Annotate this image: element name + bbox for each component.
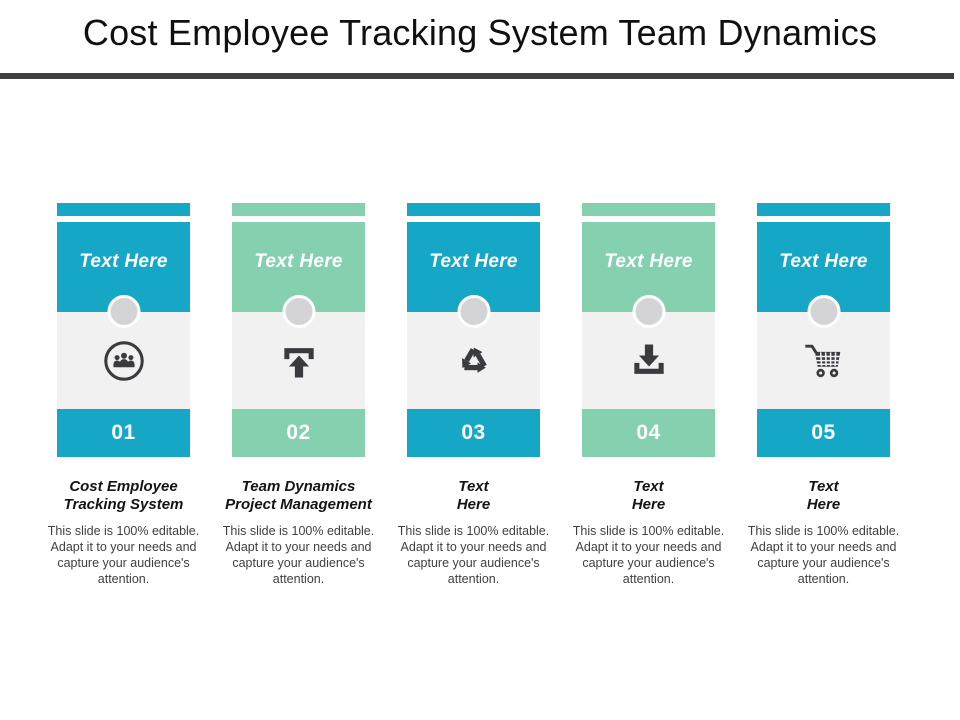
upload-icon (277, 339, 321, 383)
caption-title[interactable]: Text Here (736, 478, 911, 514)
header-label: Text Here (429, 251, 518, 272)
number-band: 01 (57, 409, 190, 457)
cart-icon (801, 338, 847, 384)
column-top-bar (57, 203, 190, 216)
column-header-placeholder[interactable]: Text Here (757, 222, 890, 328)
feature-column-1: Text Here 01 (57, 203, 190, 457)
caption-title-line2: Here (806, 496, 841, 513)
column-top-bar (407, 203, 540, 216)
caption-title-line1: Text (633, 478, 664, 495)
number-band: 03 (407, 409, 540, 457)
feature-column-5: Text Here (757, 203, 890, 457)
column-header-placeholder[interactable]: Text Here (582, 222, 715, 328)
caption-title[interactable]: Text Here (386, 478, 561, 514)
column-top-bar (757, 203, 890, 216)
caption-title-line2: Here (456, 496, 491, 513)
connector-circle (282, 295, 315, 328)
column-top-bar (232, 203, 365, 216)
column-caption-1: Cost Employee Tracking System This slide… (36, 478, 211, 587)
slide-title: Cost Employee Tracking System Team Dynam… (82, 12, 878, 53)
people-group-icon (101, 338, 147, 384)
feature-column-4: Text Here 04 (582, 203, 715, 457)
column-header-placeholder[interactable]: Text Here (407, 222, 540, 328)
connector-circle (107, 295, 140, 328)
caption-description[interactable]: This slide is 100% editable. Adapt it to… (572, 524, 725, 586)
column-body (757, 312, 890, 409)
feature-column-2: Text Here 02 (232, 203, 365, 457)
title-divider-rule (0, 73, 954, 79)
column-caption-5: Text Here This slide is 100% editable. A… (736, 478, 911, 587)
header-label: Text Here (779, 251, 868, 272)
caption-description[interactable]: This slide is 100% editable. Adapt it to… (222, 524, 375, 586)
feature-column-3: Text Here (407, 203, 540, 457)
header-label: Text Here (79, 251, 168, 272)
caption-title[interactable]: Cost Employee Tracking System (36, 478, 211, 514)
connector-circle (632, 295, 665, 328)
recycle-icon (453, 340, 495, 382)
caption-description[interactable]: This slide is 100% editable. Adapt it to… (47, 524, 200, 586)
caption-title-line1: Text (808, 478, 839, 495)
column-caption-2: Team Dynamics Project Management This sl… (211, 478, 386, 587)
caption-title-line2: Tracking System (63, 496, 184, 513)
column-header-placeholder[interactable]: Text Here (57, 222, 190, 328)
number-band: 02 (232, 409, 365, 457)
caption-title-line2: Project Management (225, 496, 372, 513)
connector-circle (457, 295, 490, 328)
column-body (582, 312, 715, 409)
header-label: Text Here (254, 251, 343, 272)
caption-title-line1: Team Dynamics (241, 478, 356, 495)
caption-description[interactable]: This slide is 100% editable. Adapt it to… (397, 524, 550, 586)
caption-title-line2: Here (631, 496, 666, 513)
column-header-placeholder[interactable]: Text Here (232, 222, 365, 328)
caption-title-line1: Text (458, 478, 489, 495)
column-body (407, 312, 540, 409)
download-icon (627, 339, 671, 383)
column-top-bar (582, 203, 715, 216)
caption-description[interactable]: This slide is 100% editable. Adapt it to… (747, 524, 900, 586)
caption-title-line1: Cost Employee (69, 478, 178, 495)
column-caption-4: Text Here This slide is 100% editable. A… (561, 478, 736, 587)
column-body (232, 312, 365, 409)
header-label: Text Here (604, 251, 693, 272)
caption-title[interactable]: Text Here (561, 478, 736, 514)
caption-title[interactable]: Team Dynamics Project Management (211, 478, 386, 514)
number-band: 05 (757, 409, 890, 457)
connector-circle (807, 295, 840, 328)
column-caption-3: Text Here This slide is 100% editable. A… (386, 478, 561, 587)
number-band: 04 (582, 409, 715, 457)
column-body (57, 312, 190, 409)
